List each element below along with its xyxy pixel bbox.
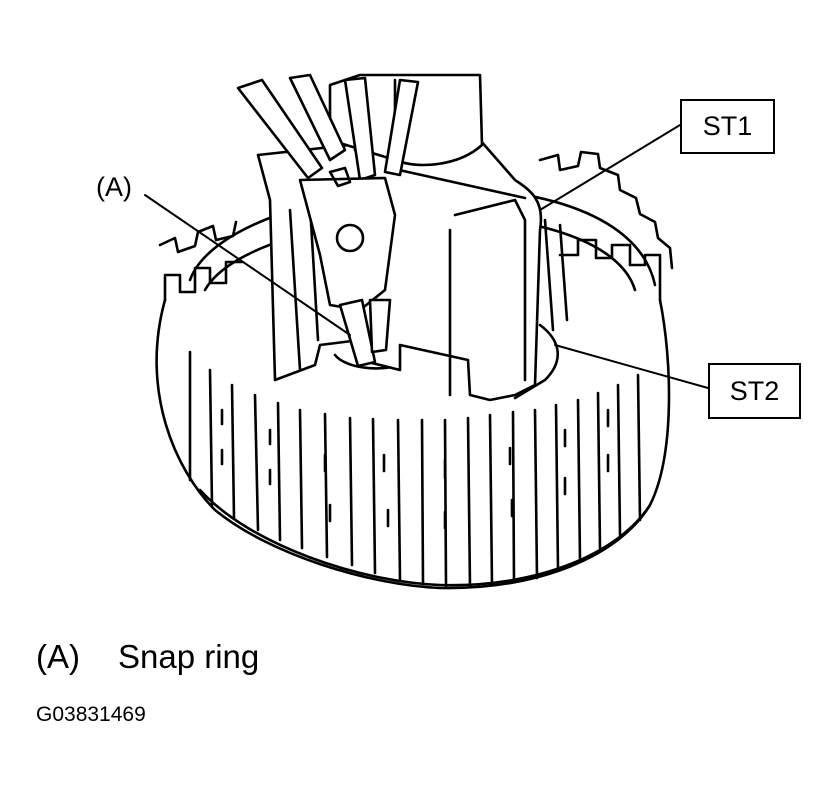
legend-key: (A) bbox=[36, 638, 80, 675]
legend: (A) Snap ring bbox=[36, 640, 259, 673]
figure-id: G03831469 bbox=[36, 703, 146, 726]
callout-st2: ST2 bbox=[708, 363, 801, 419]
callout-st1: ST1 bbox=[680, 99, 775, 154]
leader-line-st1 bbox=[539, 124, 681, 211]
snap-ring-removal-illustration bbox=[144, 73, 709, 590]
callout-label-a: (A) bbox=[96, 172, 132, 202]
snap-ring-pliers bbox=[236, 73, 420, 368]
callout-st1-text: ST1 bbox=[702, 111, 753, 141]
callout-st2-text: ST2 bbox=[729, 375, 780, 406]
legend-text: Snap ring bbox=[118, 638, 260, 675]
leader-line-st2 bbox=[554, 344, 709, 389]
leader-line-a bbox=[144, 194, 351, 336]
